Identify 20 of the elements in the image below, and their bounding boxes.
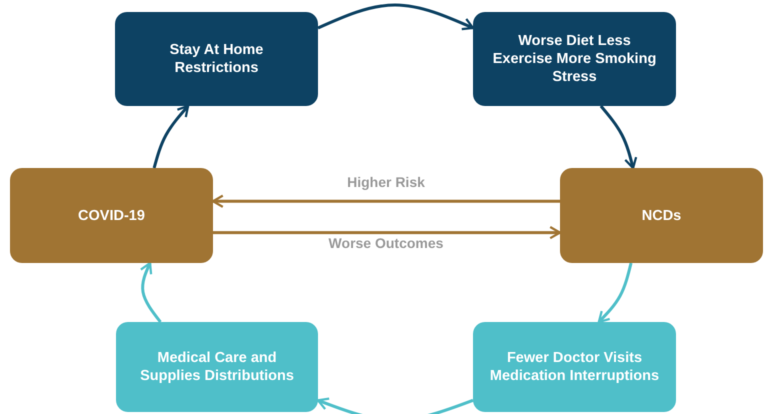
node-label: Fewer Doctor Visits Medication Interruptions <box>488 349 660 385</box>
arrow <box>600 105 638 170</box>
process-box <box>115 12 318 106</box>
node-label: Worse Diet Less Exercise More Smoking Stress <box>492 32 658 86</box>
node-label: COVID-19 <box>78 206 145 224</box>
arrow <box>140 262 162 323</box>
process-box <box>560 168 763 263</box>
node-label: NCDs <box>642 206 682 224</box>
arrow <box>213 226 562 240</box>
node-label: Medical Care and Supplies Distributions <box>139 349 295 385</box>
arrow <box>317 4 474 30</box>
node-label: Stay At Home Restrictions <box>168 41 264 77</box>
arrow <box>152 104 190 168</box>
arrow <box>212 194 560 208</box>
process-box <box>116 322 318 412</box>
process-box <box>10 168 213 263</box>
process-box <box>473 322 676 412</box>
arrow <box>598 262 632 324</box>
arrow <box>316 397 474 414</box>
process-box <box>473 12 676 106</box>
